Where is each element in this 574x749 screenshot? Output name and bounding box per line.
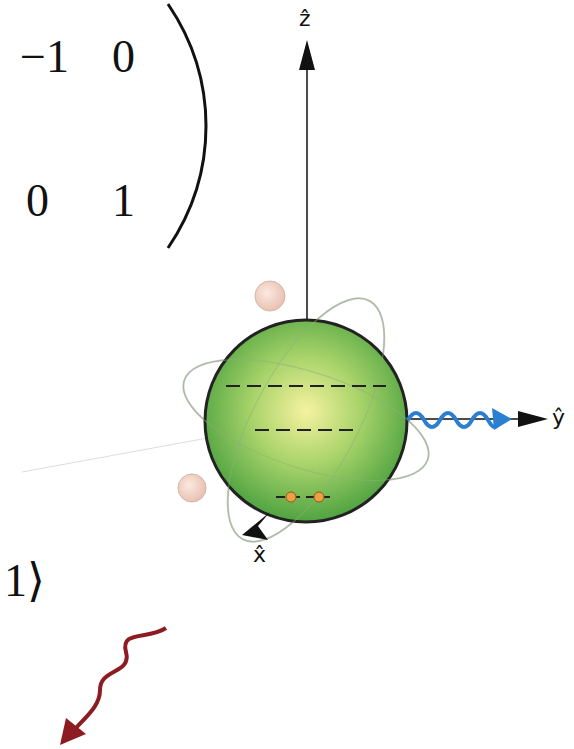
incoming-photon: [76, 628, 166, 728]
electron-dot: [286, 492, 296, 502]
orbit: [197, 276, 416, 563]
arrowhead: [60, 718, 86, 745]
matrix-entry: 0: [112, 34, 135, 80]
energy-level: [276, 496, 334, 498]
electron-dot: [314, 492, 324, 502]
atom-sphere: [205, 320, 407, 522]
ket-label: 1⟩: [4, 558, 45, 604]
matrix-entry: 1: [112, 178, 135, 224]
arrowhead: [492, 408, 512, 430]
x-axis-arrowhead: [242, 512, 270, 540]
emitted-photon: [408, 413, 498, 427]
matrix-entry: −1: [20, 34, 69, 80]
arrowhead: [518, 411, 548, 427]
arrowhead: [299, 40, 315, 70]
orbit: [169, 335, 442, 505]
matrix-entry: 0: [26, 178, 49, 224]
electron: [178, 474, 206, 502]
orbit: [197, 276, 416, 563]
energy-level: [226, 385, 386, 387]
electron: [255, 281, 285, 311]
energy-level: [255, 429, 358, 431]
axis-label: ẑ: [299, 8, 311, 30]
axis-label: x̂: [253, 544, 266, 566]
axis-label: ŷ: [552, 407, 565, 429]
matrix-bracket: [168, 4, 206, 248]
